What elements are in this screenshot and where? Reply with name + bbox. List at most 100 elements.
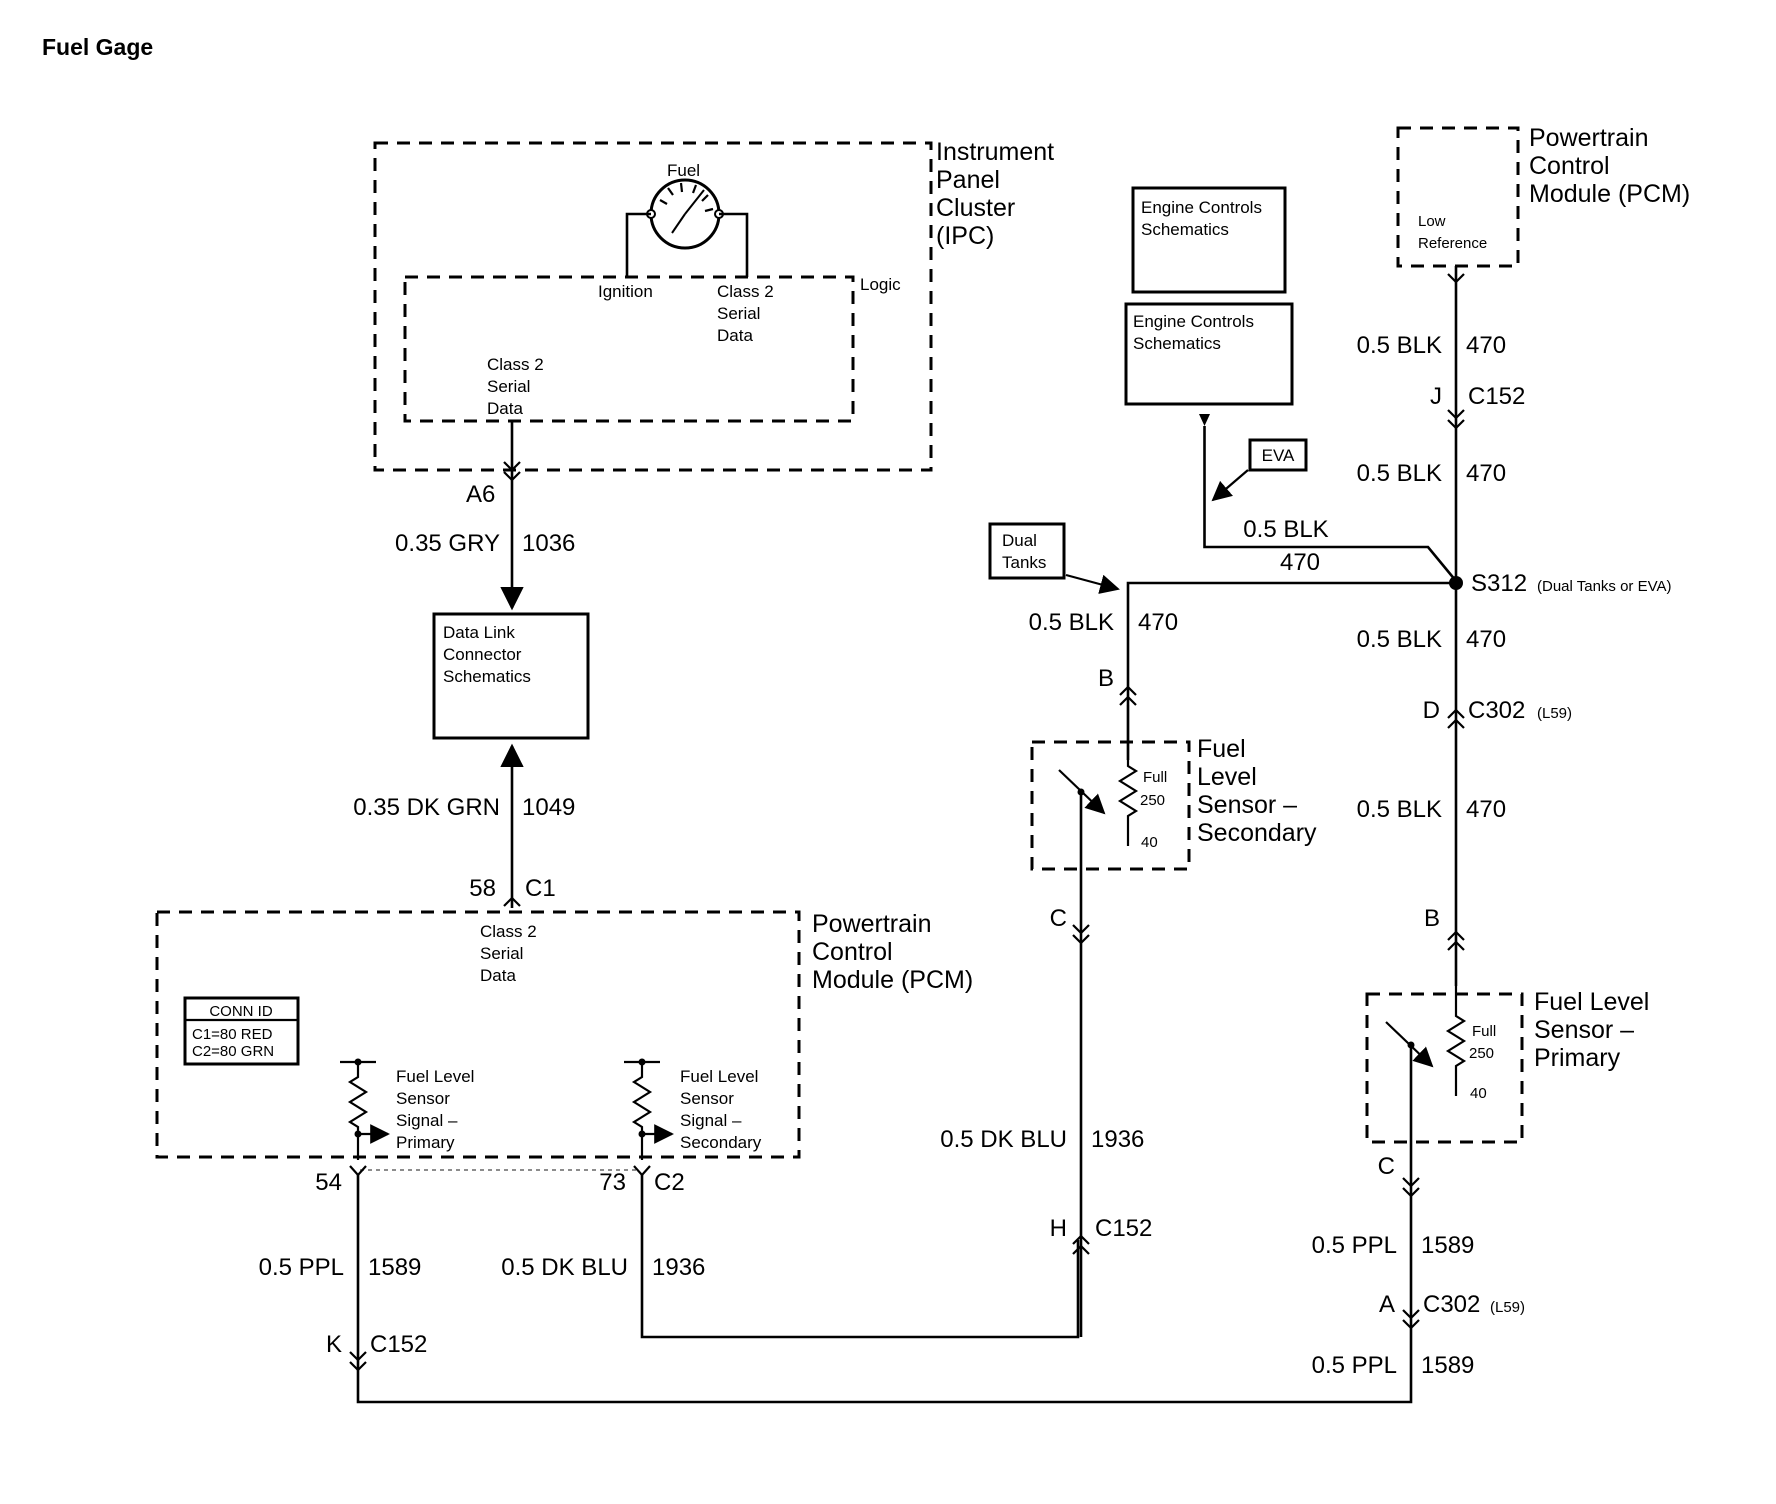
blk1-circuit-label: 470 xyxy=(1466,332,1506,359)
ppl2-gauge-label: 0.5 PPL xyxy=(1312,1352,1397,1379)
fuel-gauge-icon xyxy=(646,178,724,250)
connector-c302-a-note: (L59) xyxy=(1490,1299,1525,1316)
ec-wire-gauge-label: 0.5 BLK xyxy=(1243,516,1328,543)
pin-b-secondary-label: B xyxy=(1098,665,1114,692)
secondary-sensor-boundary xyxy=(1030,740,1191,871)
pin-a-label: A xyxy=(1379,1291,1395,1318)
blk1-gauge-label: 0.5 BLK xyxy=(1357,332,1442,359)
pin-c-secondary-label: C xyxy=(1050,905,1067,932)
wire-1936-dk-blu xyxy=(640,1175,1080,1339)
pcm-top-connector-symbol xyxy=(1447,273,1465,284)
eva-label: EVA xyxy=(1262,446,1295,465)
ignition-wire xyxy=(625,212,651,277)
pcm-boundary xyxy=(155,910,801,1159)
blk2-circuit-label: 470 xyxy=(1466,460,1506,487)
connector-c152-j-label: C152 xyxy=(1468,383,1525,410)
pin-b-primary-label: B xyxy=(1424,905,1440,932)
secondary-40-label: 40 xyxy=(1141,834,1158,851)
ignition-label: Ignition xyxy=(598,282,653,301)
pin-58-label: 58 xyxy=(469,875,496,902)
pin-k-label: K xyxy=(326,1331,342,1358)
splice-s312-note: (Dual Tanks or EVA) xyxy=(1537,578,1672,595)
connector-a-c302-symbol xyxy=(1402,1309,1420,1330)
pin-d-label: D xyxy=(1423,697,1440,724)
diagram-title: Fuel Gage xyxy=(42,34,153,60)
wire-ppl-left-gauge-label: 0.5 PPL xyxy=(259,1254,344,1281)
secondary-rheostat-icon xyxy=(1058,705,1139,846)
wire-dkgrn-gauge-label: 0.35 DK GRN xyxy=(353,794,500,821)
wire-ppl-left-circuit-label: 1589 xyxy=(368,1254,421,1281)
ppl2-circuit-label: 1589 xyxy=(1421,1352,1474,1379)
secondary-blk-gauge-label: 0.5 BLK xyxy=(1029,609,1114,636)
primary-250-label: 250 xyxy=(1469,1045,1494,1062)
blk3-gauge-label: 0.5 BLK xyxy=(1357,626,1442,653)
engine-controls-arrow-icon xyxy=(1199,414,1210,426)
connector-c152-left-label: C152 xyxy=(370,1331,427,1358)
primary-40-label: 40 xyxy=(1470,1085,1487,1102)
engine-controls-box-2 xyxy=(1124,302,1294,406)
wire-dkblu-left-circuit-label: 1936 xyxy=(652,1254,705,1281)
ppl1-circuit-label: 1589 xyxy=(1421,1232,1474,1259)
pin-c-primary-label: C xyxy=(1378,1153,1395,1180)
connector-c1-symbol xyxy=(503,896,521,907)
wire-dkgrn-circuit-label: 1049 xyxy=(522,794,575,821)
connector-d-c302-symbol xyxy=(1447,708,1465,729)
secondary-dkblu-circuit-label: 1936 xyxy=(1091,1126,1144,1153)
connector-c1-label: C1 xyxy=(525,875,556,902)
connector-c152-h-label: C152 xyxy=(1095,1215,1152,1242)
splice-s312-label: S312 xyxy=(1471,570,1527,597)
pin-54-label: 54 xyxy=(315,1169,342,1196)
pcm-top-boundary xyxy=(1396,126,1520,268)
connector-k-c152-symbol xyxy=(349,1351,367,1372)
class2-gauge-wire xyxy=(719,212,749,277)
data-link-connector-box xyxy=(432,612,590,740)
secondary-250-label: 250 xyxy=(1140,792,1165,809)
eva-box xyxy=(1248,438,1308,472)
secondary-blk-circuit-label: 470 xyxy=(1138,609,1178,636)
pin-a6-label: A6 xyxy=(466,481,495,508)
blk4-gauge-label: 0.5 BLK xyxy=(1357,796,1442,823)
wire-470-engine-controls xyxy=(1203,426,1458,582)
primary-full-label: Full xyxy=(1472,1023,1496,1040)
conn-id-title: CONN ID xyxy=(209,1003,273,1020)
ipc-logic-label: Logic xyxy=(860,275,901,294)
dual-tanks-arrow-icon xyxy=(1065,573,1120,594)
connector-c-secondary-symbol xyxy=(1072,924,1090,945)
connector-j-c152-symbol xyxy=(1447,409,1465,430)
connector-c302-d-label: C302 xyxy=(1468,697,1525,724)
connector-c-primary-symbol xyxy=(1402,1177,1420,1198)
ec-wire-circuit-label: 470 xyxy=(1280,549,1320,576)
blk2-gauge-label: 0.5 BLK xyxy=(1357,460,1442,487)
secondary-signal-resistor-icon xyxy=(624,1058,674,1160)
primary-signal-resistor-icon xyxy=(340,1058,390,1160)
dual-tanks-box xyxy=(988,522,1066,580)
primary-rheostat-icon xyxy=(1385,986,1467,1096)
connector-h-c152-symbol xyxy=(1072,1234,1090,1255)
connector-b-secondary-symbol xyxy=(1119,685,1137,706)
blk3-circuit-label: 470 xyxy=(1466,626,1506,653)
connector-b-primary-symbol xyxy=(1447,930,1465,951)
fuel-gauge-label: Fuel xyxy=(667,161,700,180)
connector-c302-a-label: C302 xyxy=(1423,1291,1480,1318)
pin-73-label: 73 xyxy=(599,1169,626,1196)
conn-id-box xyxy=(183,996,300,1066)
eva-arrow-icon xyxy=(1211,469,1249,502)
